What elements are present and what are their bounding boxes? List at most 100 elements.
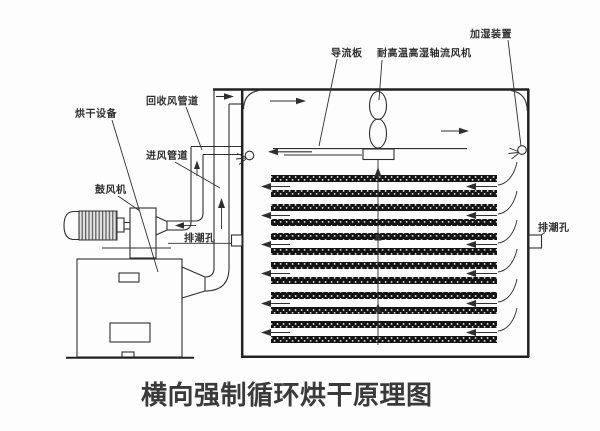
baffle-plate xyxy=(268,148,467,161)
vent-port xyxy=(230,234,243,247)
tray-row xyxy=(271,233,497,240)
nozzle-spray-line xyxy=(509,147,519,152)
heater-box-window-small xyxy=(118,272,140,283)
diagram-title: 横向强制循环烘干原理图 xyxy=(141,380,433,410)
up-arrow-icon xyxy=(374,167,382,177)
vent-left-label: 排潮孔 xyxy=(184,232,216,245)
plenum-arrows xyxy=(216,93,469,135)
up-arrow-icon xyxy=(218,198,225,208)
feed-curve xyxy=(497,219,518,244)
tray-row xyxy=(271,262,497,269)
up-arrow-icon xyxy=(374,303,382,313)
vent-port xyxy=(528,234,543,249)
heater-outlet-cone xyxy=(181,266,206,299)
feed-curve xyxy=(497,248,518,273)
axial-fan xyxy=(368,90,388,149)
motor-hub xyxy=(116,217,125,233)
return-duct-bend xyxy=(194,212,204,222)
feed-curve xyxy=(497,190,518,215)
heater-box-window-large xyxy=(109,322,151,343)
tray-airflow-arrows xyxy=(261,159,518,345)
left-arrow-icon xyxy=(175,222,184,229)
tray-row xyxy=(271,321,497,328)
left-arrow-icon xyxy=(261,183,271,190)
left-arrow-icon xyxy=(261,270,271,277)
nozzle-circle-icon xyxy=(517,145,527,155)
left-arrow-icon xyxy=(466,212,476,219)
leader-inlet-duct xyxy=(174,161,221,189)
humidifier-nozzle-right xyxy=(508,145,527,160)
axial-fan-label: 耐高温高湿轴流风机 xyxy=(377,47,472,60)
blower-label: 鼓风机 xyxy=(95,183,127,196)
tray-stack xyxy=(271,175,497,343)
plenum-arrow-left-icon xyxy=(296,97,306,105)
inlet-duct-bend xyxy=(204,267,230,292)
nozzle-spray-line xyxy=(235,157,246,160)
plenum-arrow-right-icon xyxy=(459,127,469,135)
nozzle-spray-line xyxy=(238,158,247,165)
baffle-label: 导流板 xyxy=(331,47,363,60)
tray-row xyxy=(271,190,497,197)
leader-baffle xyxy=(318,58,338,147)
blower-unit xyxy=(63,207,171,259)
corner-vane-right xyxy=(510,89,528,112)
left-arrow-icon xyxy=(466,183,476,190)
leader-return-duct xyxy=(185,106,203,151)
blower-outlet-cone xyxy=(155,215,168,236)
leader-dryer xyxy=(111,119,159,273)
inlet-duct xyxy=(204,89,241,292)
blower-housing xyxy=(129,207,157,259)
heater-box xyxy=(66,258,206,359)
tray-row xyxy=(271,219,497,226)
humidifier-nozzle-left xyxy=(235,150,255,165)
drying-chamber xyxy=(213,88,530,359)
leader-blower xyxy=(117,195,141,212)
motor-body xyxy=(78,210,118,241)
tray-row xyxy=(271,277,497,284)
left-arrow-icon xyxy=(466,241,476,248)
fan-mount xyxy=(362,148,395,161)
fan-impeller-top xyxy=(368,90,388,121)
tray-row xyxy=(271,307,497,314)
up-arrow-icon xyxy=(194,160,200,169)
inlet-duct-label: 进风管道 xyxy=(146,149,188,162)
feed-curve xyxy=(497,161,518,186)
vent-right-label: 排潮孔 xyxy=(538,221,570,234)
tray-row xyxy=(271,336,497,343)
inlet-duct-bend xyxy=(204,267,215,278)
tray-row xyxy=(271,204,497,211)
return-duct xyxy=(167,145,241,231)
tray-arrows-right xyxy=(466,161,518,336)
feed-curve xyxy=(497,307,518,332)
nozzle-spray-line xyxy=(511,153,519,160)
dryer-label: 烘干设备 xyxy=(75,107,117,120)
leader-axial-fan xyxy=(378,59,383,101)
vent-right xyxy=(528,232,546,249)
return-duct-bend xyxy=(182,221,192,231)
left-arrow-icon xyxy=(261,212,271,219)
up-arrow-icon xyxy=(374,231,382,241)
left-arrow-icon xyxy=(466,329,476,336)
duct-top-arrow-icon xyxy=(224,93,234,100)
baffle-return-arrow-icon xyxy=(268,148,278,156)
motor-end-cap xyxy=(63,210,80,241)
feed-curve xyxy=(497,278,518,303)
left-arrow-icon xyxy=(466,270,476,277)
fan-impeller-bottom xyxy=(368,118,388,149)
callout-labels: 加湿装置 导流板 耐高温高湿轴流风机 回收风管道 烘干设备 进风管道 鼓风机 排… xyxy=(75,28,570,245)
callout-leaders xyxy=(111,39,522,273)
corner-vane-left xyxy=(242,89,260,110)
return-duct-label: 回收风管道 xyxy=(146,95,199,108)
tray-arrows-left xyxy=(261,183,290,336)
tray-row xyxy=(271,248,497,255)
left-arrow-icon xyxy=(466,300,476,307)
left-arrow-icon xyxy=(261,329,271,336)
leader-humidifier xyxy=(507,39,522,147)
tray-row xyxy=(271,292,497,299)
heater-box-notch xyxy=(121,351,135,358)
humidifier-label: 加湿装置 xyxy=(469,28,512,41)
left-arrow-icon xyxy=(261,300,271,307)
nozzle-spray-line xyxy=(508,152,519,154)
